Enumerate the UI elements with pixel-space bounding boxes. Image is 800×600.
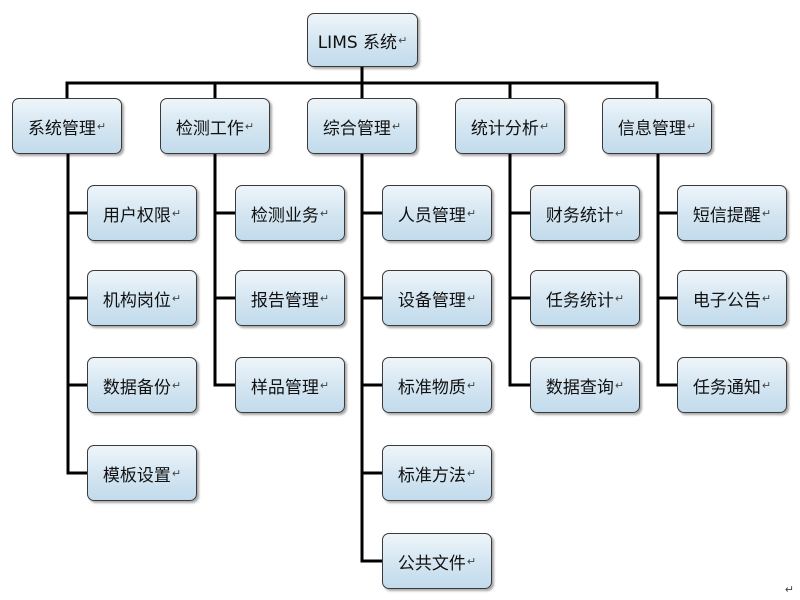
return-mark-icon: ↵ [466, 554, 477, 568]
leaf-node-5-3: 任务通知↵ [677, 357, 787, 413]
leaf-node-4-3: 数据查询↵ [530, 357, 640, 413]
category-label: 统计分析 [470, 118, 539, 139]
return-mark-icon: ↵ [171, 206, 182, 220]
leaf-node-2-2: 报告管理↵ [235, 270, 345, 326]
leaf-label: 人员管理 [397, 205, 466, 226]
return-mark-icon: ↵ [96, 119, 107, 133]
leaf-node-5-2: 电子公告↵ [677, 270, 787, 326]
leaf-node-3-4: 标准方法↵ [382, 445, 492, 501]
leaf-label: 设备管理 [397, 290, 466, 311]
return-mark-icon: ↵ [319, 206, 330, 220]
category-node-1: 系统管理↵ [12, 98, 122, 154]
leaf-node-2-1: 检测业务↵ [235, 185, 345, 241]
leaf-label: 短信提醒 [692, 205, 761, 226]
category-node-5: 信息管理↵ [602, 98, 712, 154]
leaf-node-1-1: 用户权限↵ [87, 185, 197, 241]
leaf-node-1-4: 模板设置↵ [87, 445, 197, 501]
category-label: 信息管理 [617, 118, 686, 139]
leaf-node-3-1: 人员管理↵ [382, 185, 492, 241]
category-node-4: 统计分析↵ [455, 98, 565, 154]
leaf-label: 模板设置 [102, 465, 171, 486]
category-label: 检测工作 [175, 118, 244, 139]
return-mark-icon: ↵ [171, 466, 182, 480]
return-mark-icon: ↵ [466, 378, 477, 392]
leaf-node-1-3: 数据备份↵ [87, 357, 197, 413]
return-mark-icon: ↵ [171, 291, 182, 305]
category-label: 系统管理 [27, 118, 96, 139]
leaf-node-3-5: 公共文件↵ [382, 533, 492, 589]
return-mark-icon: ↵ [398, 33, 408, 47]
root-label: LIMS 系统 [317, 32, 398, 53]
return-mark-icon: ↵ [614, 206, 625, 220]
leaf-label: 标准物质 [397, 377, 466, 398]
return-mark-icon: ↵ [466, 206, 477, 220]
leaf-label: 任务统计 [545, 290, 614, 311]
return-mark-icon: ↵ [319, 291, 330, 305]
corner-return-mark-icon: ↵ [784, 583, 794, 596]
return-mark-icon: ↵ [614, 291, 625, 305]
leaf-node-4-1: 财务统计↵ [530, 185, 640, 241]
category-node-3: 综合管理↵ [307, 98, 417, 154]
leaf-node-3-2: 设备管理↵ [382, 270, 492, 326]
leaf-label: 公共文件 [397, 553, 466, 574]
leaf-label: 标准方法 [397, 465, 466, 486]
leaf-node-3-3: 标准物质↵ [382, 357, 492, 413]
leaf-label: 报告管理 [250, 290, 319, 311]
leaf-label: 数据备份 [102, 377, 171, 398]
leaf-node-4-2: 任务统计↵ [530, 270, 640, 326]
leaf-label: 数据查询 [545, 377, 614, 398]
leaf-node-5-1: 短信提醒↵ [677, 185, 787, 241]
leaf-label: 任务通知 [692, 377, 761, 398]
return-mark-icon: ↵ [244, 119, 255, 133]
return-mark-icon: ↵ [391, 119, 402, 133]
leaf-label: 样品管理 [250, 377, 319, 398]
leaf-node-1-2: 机构岗位↵ [87, 270, 197, 326]
return-mark-icon: ↵ [761, 206, 772, 220]
return-mark-icon: ↵ [466, 291, 477, 305]
leaf-label: 电子公告 [692, 290, 761, 311]
leaf-label: 检测业务 [250, 205, 319, 226]
return-mark-icon: ↵ [761, 291, 772, 305]
leaf-label: 机构岗位 [102, 290, 171, 311]
return-mark-icon: ↵ [686, 119, 697, 133]
root-node-lims-system: LIMS 系统↵ [307, 13, 418, 67]
return-mark-icon: ↵ [614, 378, 625, 392]
return-mark-icon: ↵ [319, 378, 330, 392]
category-node-2: 检测工作↵ [160, 98, 270, 154]
leaf-label: 财务统计 [545, 205, 614, 226]
return-mark-icon: ↵ [539, 119, 550, 133]
return-mark-icon: ↵ [466, 466, 477, 480]
return-mark-icon: ↵ [761, 378, 772, 392]
leaf-node-2-3: 样品管理↵ [235, 357, 345, 413]
return-mark-icon: ↵ [171, 378, 182, 392]
category-label: 综合管理 [322, 118, 391, 139]
leaf-label: 用户权限 [102, 205, 171, 226]
